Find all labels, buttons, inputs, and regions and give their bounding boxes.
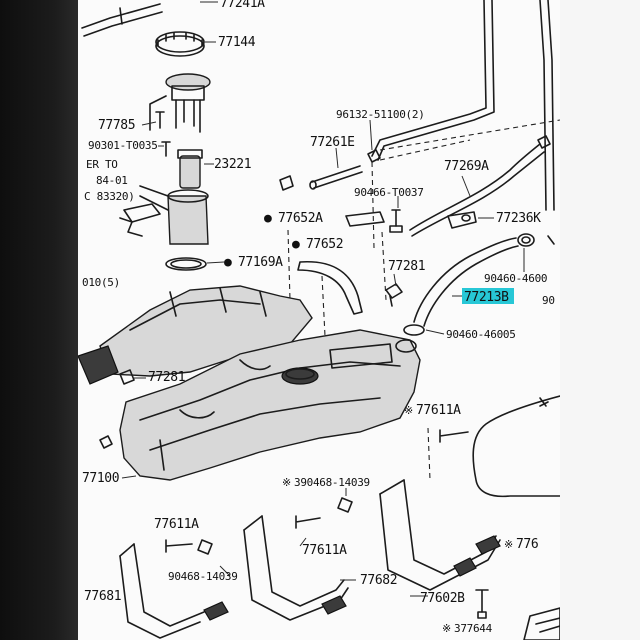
asterisk-377644: ※ [442,622,451,635]
label-776-edge: 776 [516,537,538,552]
bolt-near-tank [99,435,113,449]
clip-96132 [367,119,381,163]
label-77652a: 77652A [278,211,323,226]
label-77611a-top: 77611A [416,403,461,418]
label-c-83320: C 83320) [84,190,135,203]
label-90-edge: 90 [542,294,555,307]
label-77100: 77100 [82,471,119,486]
label-390468-14039: 390468-14039 [294,476,370,489]
pump-flange [149,73,211,133]
bolt-90468 [197,539,213,555]
label-77241a: 77241A [220,0,265,11]
bracket-77236k [447,211,494,229]
highlight-marker [462,288,514,304]
parts-diagram-screen: ● ● ● ※ ※ ※ ※ 77241A 77144 77785 90301-T… [78,0,560,640]
bolt-377644 [475,589,489,619]
pump-tube-top [81,1,218,37]
bolt-77611a-top [427,427,469,481]
tank-strap-mid [243,515,349,621]
asterisk-390468: ※ [282,476,291,489]
monitor-bezel-left [0,0,78,640]
hose-77261e [309,147,363,190]
asterisk-776: ※ [504,538,513,551]
filler-pipe-long [371,0,555,211]
fuel-tank-77100 [119,329,421,481]
bullet-77169a: ● [224,255,232,270]
pump-retainer-ring [155,31,216,57]
label-23221: 23221 [214,157,251,172]
clip-77785 [141,111,165,129]
label-77611a-mid: 77611A [302,543,347,558]
label-90466-t0037: 90466-T0037 [354,186,424,199]
label-90468-14039: 90468-14039 [168,570,238,583]
label-77611a-left: 77611A [154,517,199,532]
asterisk-77611a: ※ [404,404,413,417]
tank-strap-right [379,479,501,591]
protector-77652a [345,211,385,227]
leader-lines-lower [219,537,428,597]
bolt-390468 [337,488,353,513]
label-77281-top: 77281 [388,259,425,274]
label-77261e: 77261E [310,135,355,150]
label-77236k: 77236K [496,211,541,226]
label-77652: 77652 [306,237,343,252]
label-77169a: 77169A [238,255,283,270]
bracket-77281-top [385,273,403,307]
label-377644: 377644 [454,622,493,635]
label-77682: 77682 [360,573,397,588]
fuel-filter-body [119,185,209,245]
label-90301-t0035: 90301-T0035 [88,139,158,152]
small-clip-left [279,175,294,191]
label-77281-lower: 77281 [148,370,185,385]
fuel-pump-23221 [177,149,214,189]
hose-77269a [409,135,551,237]
bullet-77652a: ● [264,211,272,226]
label-96132-51100: 96132-51100(2) [336,108,425,121]
floor-panel-corner [523,607,560,640]
hose-77213b [413,237,519,327]
label-77269a: 77269A [444,159,489,174]
bullet-77652: ● [292,237,300,252]
label-84-01: 84-01 [96,174,128,187]
label-77602b: 77602B [420,591,465,606]
shield-plate [78,285,313,385]
screen-right-margin [560,0,640,640]
label-77144: 77144 [218,35,256,50]
bolt-77611a-left [165,539,193,553]
gasket-77169a [165,257,225,271]
label-90460-46005: 90460-46005 [446,328,516,341]
screw-90466 [389,196,403,233]
label-77681: 77681 [84,589,121,604]
clamp-90460-a [517,233,555,272]
label-77213b: 77213B [464,290,509,305]
bolt-77281-lower [119,369,146,385]
exploded-parts-diagram: ● ● ● ※ ※ ※ ※ 77241A 77144 77785 90301-T… [78,0,560,640]
bolt-77611a-mid [295,515,321,529]
label-er-to: ER TO [86,158,118,171]
label-77785: 77785 [98,118,135,133]
dashed-outline-top [371,119,560,249]
protector-77652 [297,260,363,315]
vent-tube-right [472,395,560,498]
tank-strap-left [119,543,229,639]
screw-90301 [158,141,171,157]
clamp-90460-b [403,324,445,336]
label-90460-4600: 90460-4600 [484,272,547,285]
label-010-5: 010(5) [82,276,120,289]
